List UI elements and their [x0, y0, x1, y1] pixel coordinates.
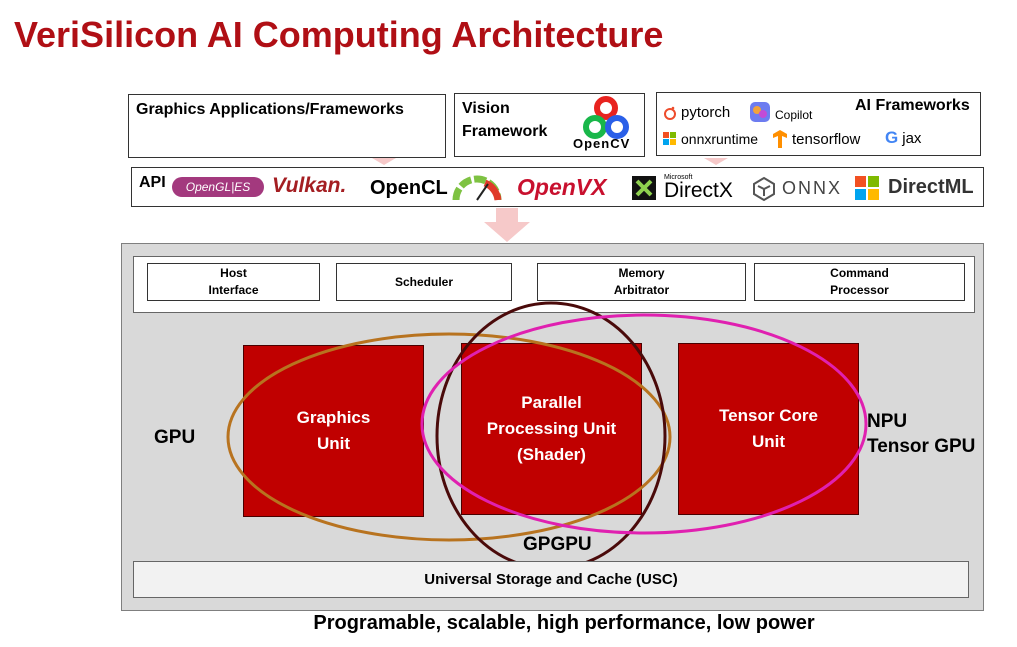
directx-icon — [632, 176, 656, 200]
directml-icon — [855, 176, 879, 200]
onnxruntime-label: onnxruntime — [681, 131, 759, 147]
copilot-label: Copilot — [775, 107, 813, 122]
tensor-core-unit: Tensor Core Unit — [678, 343, 859, 515]
vision-framework-label: Vision Framework — [462, 100, 548, 140]
opencl-logo: OpenCL — [370, 177, 448, 199]
jax-logo: G jax — [885, 128, 921, 148]
jax-label: jax — [902, 129, 922, 147]
pytorch-logo: pytorch — [663, 104, 730, 121]
directx-logo: DirectX — [664, 179, 733, 202]
tensorflow-icon — [773, 130, 787, 148]
api-label: API — [139, 174, 166, 191]
opencv-text: OpenCV — [573, 136, 631, 151]
down-arrow-api — [484, 208, 530, 242]
gpgpu-label: GPGPU — [523, 534, 592, 555]
onnx-logo: ONNX — [782, 178, 843, 198]
gpu-label: GPU — [154, 427, 196, 448]
npu-ellipse — [420, 313, 868, 535]
usc-bar: Universal Storage and Cache (USC) — [133, 561, 969, 598]
pytorch-icon — [664, 106, 676, 120]
opencv-icon — [583, 96, 629, 139]
gauge-icon — [452, 175, 502, 201]
host-interface-unit: Host Interface — [147, 263, 320, 301]
onnxruntime-logo: onnxruntime — [663, 131, 758, 147]
google-g-icon: G — [885, 128, 899, 147]
copilot-icon — [750, 102, 770, 122]
page-title: VeriSilicon AI Computing Architecture — [14, 14, 664, 55]
down-arrow-ai — [704, 158, 728, 165]
tagline: Programable, scalable, high performance,… — [313, 612, 815, 634]
vision-framework-box: Vision Framework OpenCV — [454, 93, 645, 157]
ai-frameworks-box: AI Frameworks pytorch Copilot onnxruntim… — [656, 92, 981, 156]
directml-logo: DirectML — [888, 176, 974, 198]
api-bar: API OpenGL|ES Vulkan. OpenCL OpenVX Micr… — [131, 167, 984, 207]
directx-microsoft-text: Microsoft — [664, 174, 693, 181]
npu-tensor-gpu-label: NPU Tensor GPU — [867, 411, 976, 457]
opencv-logo: OpenCV — [571, 96, 641, 154]
pytorch-label: pytorch — [681, 104, 731, 121]
memory-arbitrator-unit: Memory Arbitrator — [537, 263, 746, 301]
graphics-frameworks-label: Graphics Applications/Frameworks — [136, 101, 404, 118]
down-arrow-graphics — [372, 158, 396, 165]
vulkan-logo: Vulkan. — [272, 174, 347, 197]
onnx-icon — [753, 176, 775, 202]
openvx-logo: OpenVX — [517, 174, 607, 200]
tensorflow-label: tensorflow — [792, 130, 861, 148]
copilot-logo: Copilot — [749, 101, 812, 123]
gpu-ellipse — [226, 332, 672, 542]
scheduler-unit: Scheduler — [336, 263, 512, 301]
opengl-es-logo: OpenGL|ES — [172, 177, 264, 197]
ai-frameworks-label: AI Frameworks — [855, 97, 970, 114]
parallel-processing-unit: Parallel Processing Unit (Shader) — [461, 343, 642, 515]
onnxruntime-icon — [663, 132, 676, 145]
command-processor-unit: Command Processor — [754, 263, 965, 301]
graphics-frameworks-box: Graphics Applications/Frameworks — [128, 94, 446, 158]
tensorflow-logo: tensorflow — [772, 130, 860, 148]
